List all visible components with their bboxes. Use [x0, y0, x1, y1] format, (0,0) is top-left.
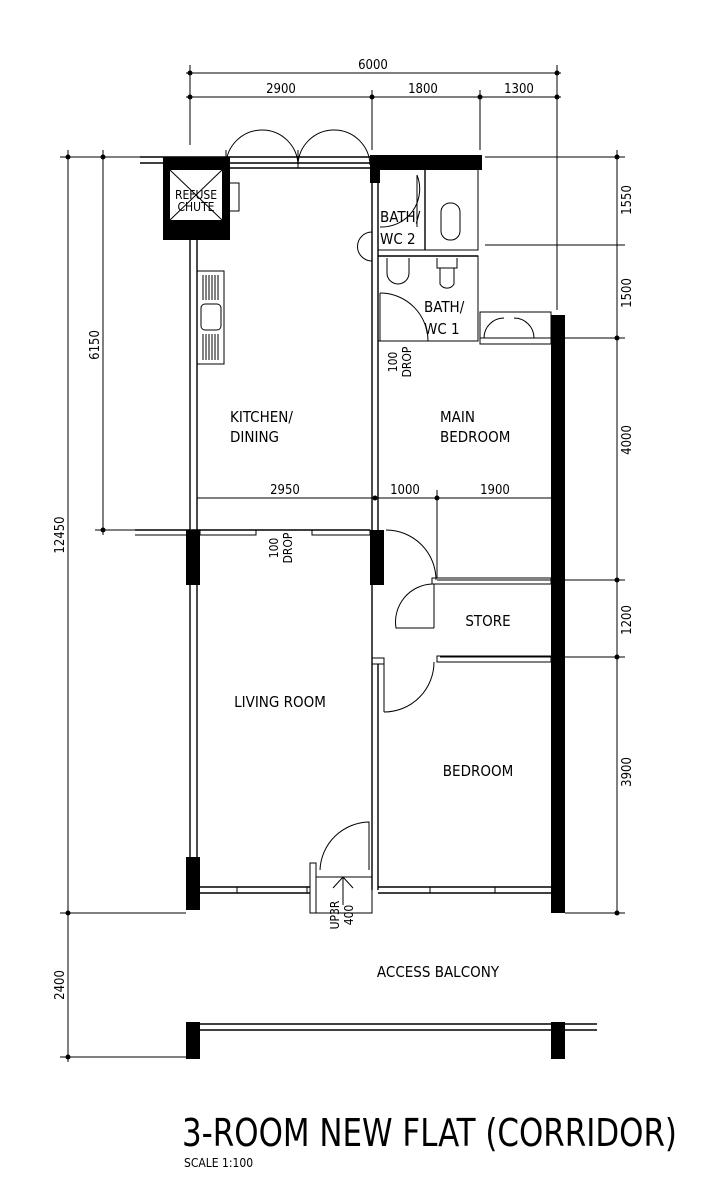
access-balcony-label: ACCESS BALCONY	[377, 963, 500, 981]
stair-label: UP3R	[328, 900, 342, 929]
dim-total-width: 6000	[358, 58, 388, 73]
dim-upper-length: 6150	[88, 330, 103, 360]
living-room-label: LIVING ROOM	[234, 693, 326, 711]
main-bedroom-label-2: BEDROOM	[440, 428, 510, 446]
walls: REFUSE CHUTE BATH/ WC 2 BATH/ WC 1	[135, 129, 597, 1059]
kitchen-label-1: KITCHEN/	[230, 408, 293, 426]
refuse-label-2: CHUTE	[178, 200, 215, 214]
drop-2-value: 100	[267, 538, 281, 559]
store-label: STORE	[465, 612, 510, 630]
bedroom-label: BEDROOM	[443, 762, 513, 780]
dim-height-5: 3900	[620, 757, 635, 787]
bath-wc-2-label-2: WC 2	[380, 230, 416, 248]
dim-inner-2: 1000	[390, 483, 420, 498]
right-dimensions: 1550 1500 4000 1200 3900	[437, 150, 635, 916]
bath-wc-1-label-2: WC 1	[424, 320, 460, 338]
drop-2-label: DROP	[281, 532, 295, 563]
stair-rise: 400	[342, 905, 356, 926]
kitchen-sink	[196, 270, 225, 365]
dim-height-1: 1550	[620, 185, 635, 215]
main-bedroom-label-1: MAIN	[440, 408, 475, 426]
kitchen-label-2: DINING	[230, 428, 279, 446]
plan-title: 3-ROOM NEW FLAT (CORRIDOR)	[182, 1111, 677, 1155]
refuse-label-1: REFUSE	[175, 188, 217, 202]
bath-wc-2-label-1: BATH/	[380, 208, 421, 226]
plan-scale: SCALE 1:100	[184, 1156, 253, 1170]
dim-inner-1: 2950	[270, 483, 300, 498]
dim-height-4: 1200	[620, 605, 635, 635]
dim-balcony-length: 2400	[53, 970, 68, 1000]
top-dimensions: 6000 2900 1800 1300	[186, 58, 561, 310]
drop-1-value: 100	[386, 352, 400, 373]
left-dimensions: 12450 6150 2400	[53, 150, 190, 1062]
dim-height-2: 1500	[620, 278, 635, 308]
dim-width-1: 2900	[266, 82, 296, 97]
dim-width-3: 1300	[504, 82, 534, 97]
dim-total-length: 12450	[53, 516, 68, 553]
dim-inner-3: 1900	[480, 483, 510, 498]
dim-width-2: 1800	[408, 82, 438, 97]
dim-height-3: 4000	[620, 425, 635, 455]
drop-1-label: DROP	[400, 346, 414, 377]
room-labels: KITCHEN/ DINING MAIN BEDROOM LIVING ROOM…	[230, 408, 513, 981]
bath-wc-1-label-1: BATH/	[424, 298, 465, 316]
